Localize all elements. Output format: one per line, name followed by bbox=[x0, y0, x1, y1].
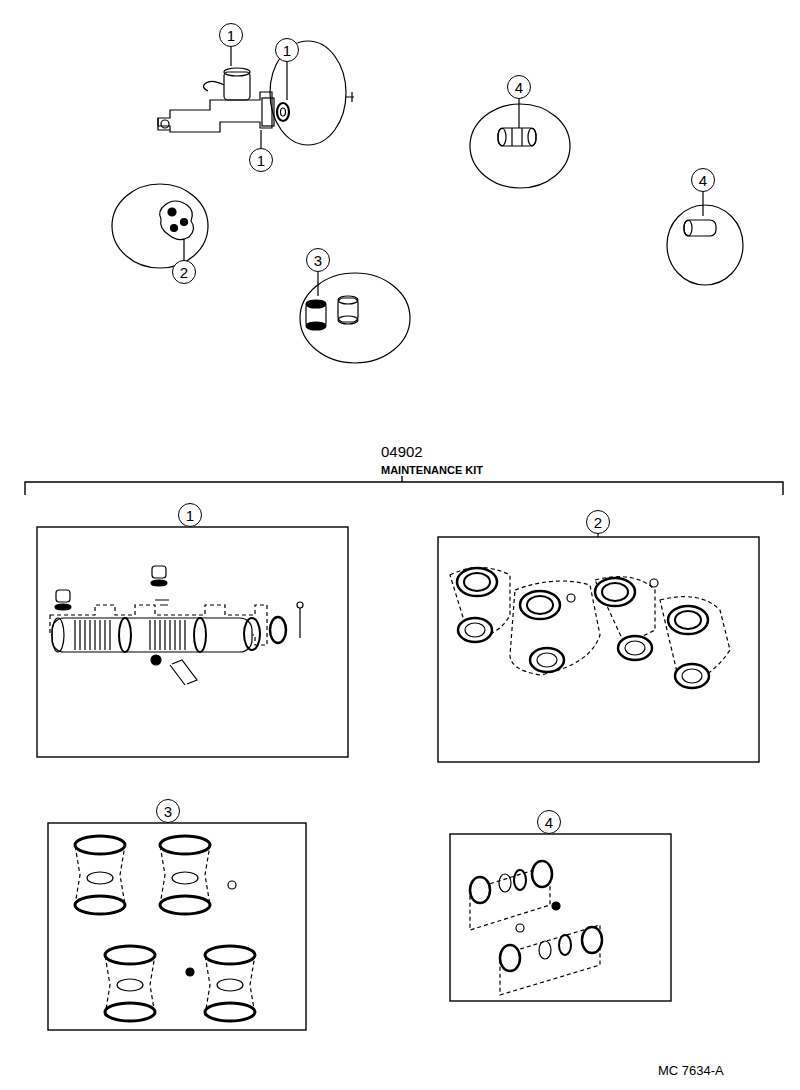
callout-circle: 1 bbox=[178, 503, 202, 527]
callout-circle: 4 bbox=[691, 168, 715, 192]
callout-number: 4 bbox=[515, 80, 523, 95]
callout-number: 4 bbox=[699, 173, 707, 188]
callout-number: 2 bbox=[180, 265, 188, 280]
callout-circle: 2 bbox=[172, 260, 196, 284]
callout-circle: 4 bbox=[507, 75, 531, 99]
callout-number: 1 bbox=[227, 28, 235, 43]
callout-number: 3 bbox=[164, 804, 172, 819]
figure-code: MC 7634-A bbox=[657, 1064, 725, 1078]
callout-number: 4 bbox=[545, 815, 553, 830]
kit-label: MAINTENANCE KIT bbox=[380, 464, 484, 476]
callout-circle: 1 bbox=[219, 23, 243, 47]
callout-number: 1 bbox=[283, 43, 291, 58]
callout-circle: 3 bbox=[156, 799, 180, 823]
callout-circle: 3 bbox=[306, 248, 330, 272]
callout-number: 1 bbox=[186, 508, 194, 523]
callout-circle: 1 bbox=[249, 148, 273, 172]
callout-number: 1 bbox=[257, 153, 265, 168]
callout-number: 3 bbox=[314, 253, 322, 268]
kit-label: 04902 bbox=[380, 444, 424, 461]
callout-number: 2 bbox=[594, 515, 602, 530]
callout-circle: 4 bbox=[537, 810, 561, 834]
callout-circle: 1 bbox=[275, 38, 299, 62]
callout-circle: 2 bbox=[586, 510, 610, 534]
